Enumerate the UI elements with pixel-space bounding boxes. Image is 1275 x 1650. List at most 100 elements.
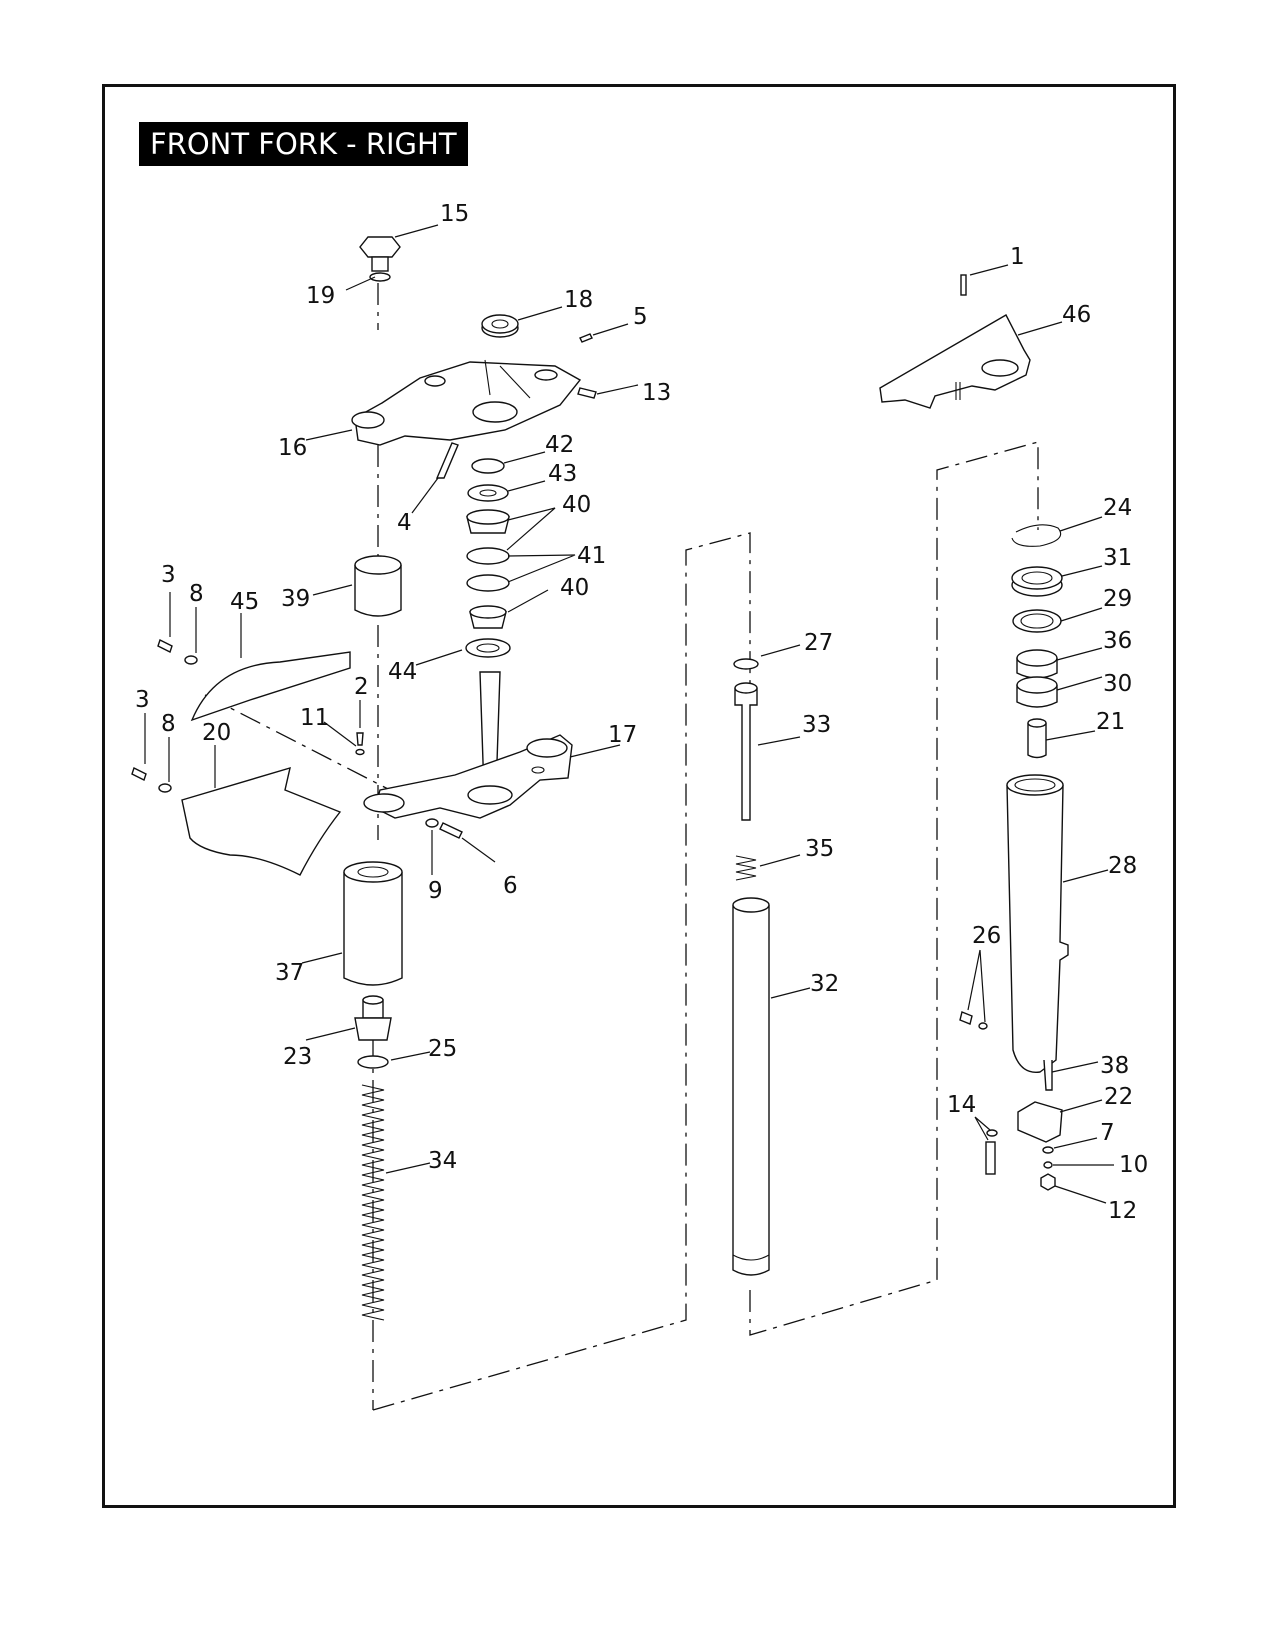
diagram-frame bbox=[102, 84, 1176, 1508]
nut bbox=[481, 314, 519, 338]
bearing-stack bbox=[465, 458, 511, 658]
screw bbox=[131, 767, 147, 781]
callout-25: 25 bbox=[428, 1036, 457, 1062]
callout-11: 11 bbox=[300, 705, 329, 731]
callout-16: 16 bbox=[278, 435, 307, 461]
callout-15: 15 bbox=[440, 201, 469, 227]
callout-26: 26 bbox=[972, 923, 1001, 949]
washer bbox=[1012, 609, 1062, 633]
assembly-guide-lines bbox=[204, 283, 1039, 1411]
callout-6: 6 bbox=[503, 873, 518, 899]
spring-seat bbox=[354, 995, 392, 1041]
washer bbox=[1042, 1146, 1054, 1154]
callout-28: 28 bbox=[1108, 853, 1137, 879]
callout-39: 39 bbox=[281, 586, 310, 612]
callout-35: 35 bbox=[805, 836, 834, 862]
callout-12: 12 bbox=[1108, 1198, 1137, 1224]
screw bbox=[579, 333, 593, 343]
oil-seal bbox=[1011, 566, 1063, 597]
callout-40b: 40 bbox=[560, 575, 589, 601]
axle-cap bbox=[1017, 1101, 1063, 1143]
axle-stud bbox=[1043, 1059, 1053, 1091]
screw bbox=[157, 639, 173, 653]
o-ring bbox=[369, 272, 391, 282]
callout-46: 46 bbox=[1062, 302, 1091, 328]
washer bbox=[986, 1129, 998, 1137]
pin bbox=[960, 274, 967, 296]
callout-5: 5 bbox=[633, 304, 648, 330]
oil-lock bbox=[1027, 718, 1047, 759]
callout-29: 29 bbox=[1103, 586, 1132, 612]
fork-tube-cover bbox=[343, 861, 403, 986]
upper-bushing bbox=[1016, 649, 1058, 679]
callout-34: 34 bbox=[428, 1148, 457, 1174]
washer bbox=[978, 1022, 988, 1030]
fork-slider bbox=[1006, 774, 1069, 1074]
callout-45: 45 bbox=[230, 589, 259, 615]
callout-37: 37 bbox=[275, 960, 304, 986]
upper-bracket bbox=[351, 359, 582, 446]
callout-44: 44 bbox=[388, 659, 417, 685]
callout-31: 31 bbox=[1103, 545, 1132, 571]
page-title: FRONT FORK - RIGHT bbox=[139, 122, 468, 166]
lock-washer bbox=[1043, 1161, 1053, 1169]
leader-lines bbox=[144, 224, 1114, 1204]
callout-42: 42 bbox=[545, 432, 574, 458]
callout-24: 24 bbox=[1103, 495, 1132, 521]
washer bbox=[158, 783, 172, 793]
fork-tube bbox=[732, 897, 770, 1276]
callout-10: 10 bbox=[1119, 1152, 1148, 1178]
fork-spring bbox=[361, 1084, 385, 1321]
retaining-ring bbox=[1011, 524, 1062, 547]
callout-3b: 3 bbox=[135, 687, 150, 713]
callout-2: 2 bbox=[354, 674, 369, 700]
callout-17: 17 bbox=[608, 722, 637, 748]
callout-4: 4 bbox=[397, 510, 412, 536]
callout-1: 1 bbox=[1010, 244, 1025, 270]
callout-33: 33 bbox=[802, 712, 831, 738]
callout-41: 41 bbox=[577, 543, 606, 569]
callout-8b: 8 bbox=[161, 711, 176, 737]
washer bbox=[184, 655, 198, 665]
callout-38: 38 bbox=[1100, 1053, 1129, 1079]
lock-plate bbox=[577, 387, 597, 399]
fender-trim bbox=[190, 651, 351, 722]
callout-14: 14 bbox=[947, 1092, 976, 1118]
callout-13: 13 bbox=[642, 380, 671, 406]
lower-bushing bbox=[1016, 676, 1058, 708]
callout-30: 30 bbox=[1103, 671, 1132, 697]
piston-ring bbox=[733, 658, 759, 670]
callout-3: 3 bbox=[161, 562, 176, 588]
callout-40: 40 bbox=[562, 492, 591, 518]
brake-line-bracket bbox=[879, 314, 1031, 409]
callout-18: 18 bbox=[564, 287, 593, 313]
callout-22: 22 bbox=[1104, 1084, 1133, 1110]
damper-rod bbox=[734, 682, 758, 821]
shield bbox=[181, 766, 342, 876]
callout-7: 7 bbox=[1100, 1120, 1115, 1146]
callout-27: 27 bbox=[804, 630, 833, 656]
callout-23: 23 bbox=[283, 1044, 312, 1070]
nut bbox=[1040, 1173, 1056, 1191]
drain-screw bbox=[959, 1011, 973, 1025]
rebound-spring bbox=[735, 855, 757, 881]
washer bbox=[355, 748, 365, 756]
callout-20: 20 bbox=[202, 720, 231, 746]
callout-8: 8 bbox=[189, 581, 204, 607]
callout-43: 43 bbox=[548, 461, 577, 487]
callout-36: 36 bbox=[1103, 628, 1132, 654]
pinch-bolt bbox=[439, 822, 463, 839]
callout-19: 19 bbox=[306, 283, 335, 309]
pinch-screw bbox=[435, 442, 459, 479]
fork-cap-bolt bbox=[359, 236, 401, 272]
stud bbox=[985, 1141, 996, 1175]
callout-21: 21 bbox=[1096, 709, 1125, 735]
o-ring bbox=[357, 1055, 389, 1069]
washer bbox=[425, 818, 439, 828]
screw bbox=[356, 732, 364, 746]
spacer bbox=[354, 555, 402, 617]
lower-bracket bbox=[363, 671, 573, 819]
callout-labels: 15 19 18 5 13 16 42 43 4 40 41 40 39 3 8… bbox=[135, 201, 1148, 1224]
callout-9: 9 bbox=[428, 878, 443, 904]
